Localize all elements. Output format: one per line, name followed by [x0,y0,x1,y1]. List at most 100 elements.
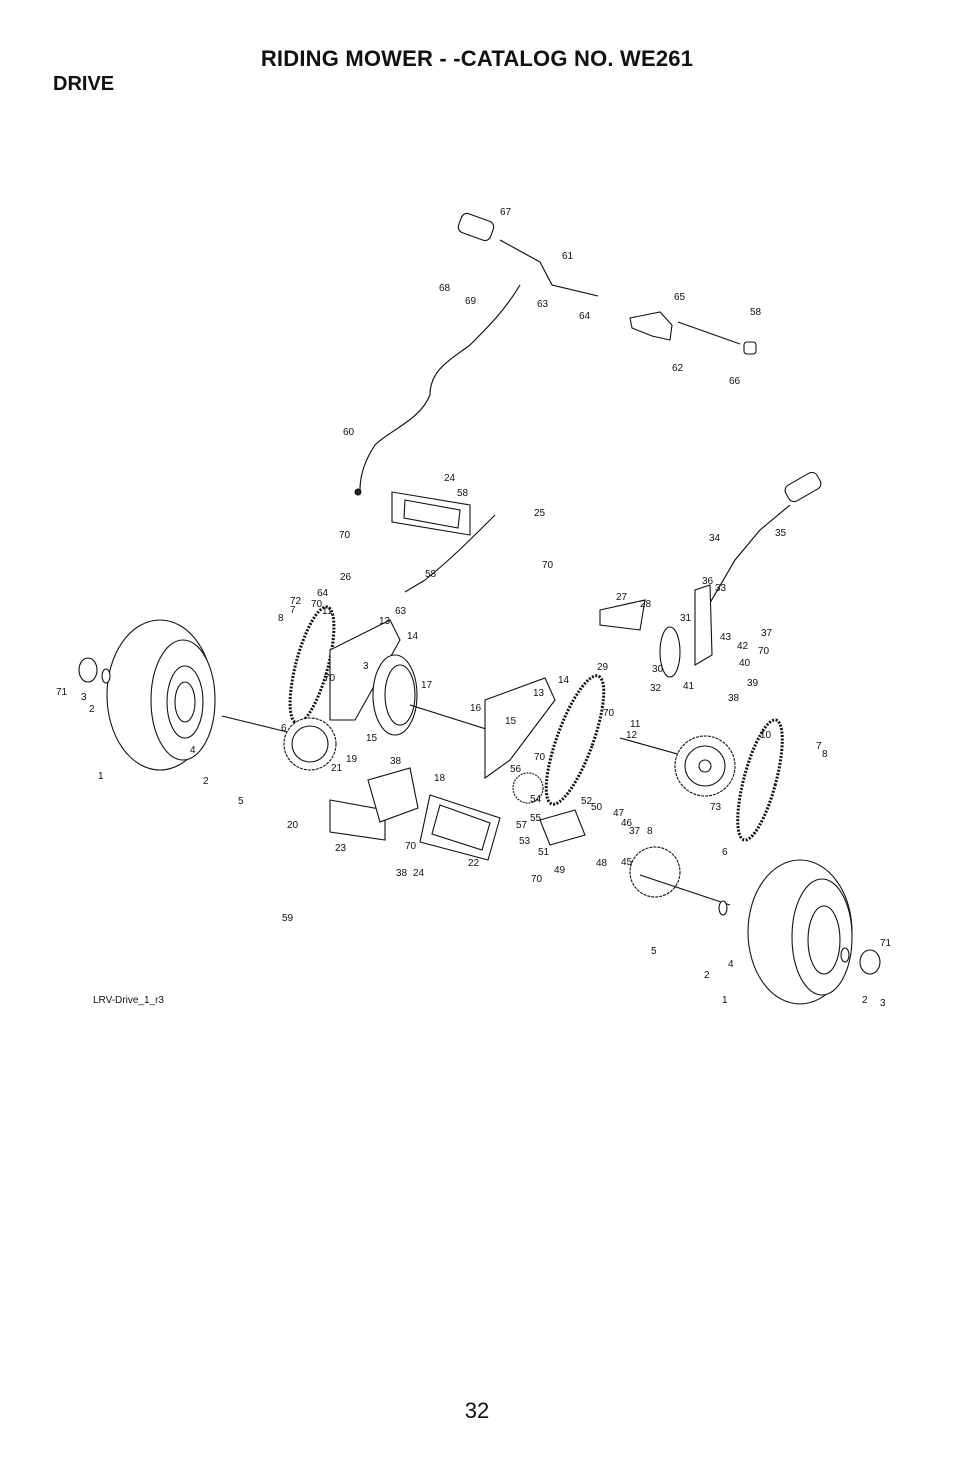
callout-11: 11 [630,719,641,730]
callout-13: 13 [533,688,545,699]
callout-29: 29 [597,662,609,673]
callout-8: 8 [647,826,653,837]
callout-36: 36 [702,576,714,587]
callout-61: 61 [562,251,574,262]
right-sprocket [619,718,784,842]
callout-10: 10 [760,730,772,741]
callout-70: 70 [339,530,351,541]
callout-8: 8 [822,749,828,760]
callout-56: 56 [510,764,522,775]
callout-65: 65 [674,292,686,303]
callout-70: 70 [405,841,417,852]
left-wheel [78,619,216,771]
callout-38: 38 [390,756,402,767]
callout-2: 2 [704,970,710,981]
callout-34: 34 [709,533,721,544]
callout-38: 38 [728,693,740,704]
callout-66: 66 [729,376,741,387]
callout-22: 22 [468,858,480,869]
callout-24: 24 [413,868,425,879]
callout-63: 63 [537,299,549,310]
callout-16: 16 [470,703,482,714]
callout-70: 70 [534,752,546,763]
shift-lever [699,471,822,621]
callout-53: 53 [519,836,531,847]
pedal-linkage [354,212,599,496]
callout-7: 7 [290,605,296,616]
callout-47: 47 [613,808,625,819]
callout-33: 33 [715,583,727,594]
callout-38: 38 [396,868,408,879]
callout-71: 71 [56,687,68,698]
callout-19: 19 [346,754,358,765]
callout-67: 67 [500,207,512,218]
right-wheel [747,859,881,1005]
callout-26: 26 [340,572,352,583]
callout-25: 25 [534,508,546,519]
callout-64: 64 [317,588,329,599]
callout-69: 69 [465,296,477,307]
left-axle [221,715,337,771]
callout-55: 55 [530,813,542,824]
callout-42: 42 [737,641,749,652]
page-number: 32 [464,1398,490,1423]
callout-39: 39 [747,678,759,689]
callout-70: 70 [531,874,543,885]
callout-2: 2 [203,776,209,787]
callout-15: 15 [366,733,378,744]
callout-48: 48 [596,858,608,869]
clutch-brackets [599,584,713,678]
callout-70: 70 [324,673,336,684]
callout-15: 15 [505,716,517,727]
callout-3: 3 [81,692,87,703]
callout-2: 2 [862,995,868,1006]
callout-43: 43 [720,632,732,643]
callout-37: 37 [761,628,773,639]
callout-50: 50 [591,802,603,813]
callout-64: 64 [579,311,591,322]
callout-5: 5 [238,796,244,807]
bracket-upper-right [629,311,757,355]
callout-70: 70 [603,708,615,719]
right-axle [629,846,731,916]
drawing-reference: LRV-Drive_1_r3 [93,995,164,1006]
callout-12: 12 [626,730,638,741]
callout-71: 71 [880,938,892,949]
callout-3: 3 [880,998,886,1009]
lower-plates [329,767,501,861]
callout-32: 32 [650,683,662,694]
callout-68: 68 [439,283,451,294]
callout-17: 17 [421,680,433,691]
callout-24: 24 [444,473,456,484]
callout-58: 58 [750,307,762,318]
callout-46: 46 [621,818,633,829]
callout-62: 62 [672,363,684,374]
callout-60: 60 [343,427,355,438]
callout-23: 23 [335,843,347,854]
callout-52: 52 [581,796,593,807]
callout-40: 40 [739,658,751,669]
callout-21: 21 [331,763,343,774]
callout-70: 70 [542,560,554,571]
callout-28: 28 [640,599,652,610]
page-title: RIDING MOWER - -CATALOG NO. WE261 [260,46,694,71]
callout-35: 35 [775,528,787,539]
brake-assembly [512,772,586,846]
callout-14: 14 [407,631,419,642]
mount-plate [391,491,496,593]
callout-72: 72 [290,596,302,607]
callout-41: 41 [683,681,695,692]
callout-70: 70 [311,599,323,610]
callout-27: 27 [616,592,628,603]
callout-2: 2 [89,704,95,715]
callout-3: 3 [363,661,369,672]
callout-13: 13 [379,616,391,627]
callout-54: 54 [530,794,542,805]
callout-1: 1 [98,771,104,782]
callout-6: 6 [281,723,287,734]
callout-30: 30 [652,664,664,675]
callout-5: 5 [651,946,657,957]
callout-45: 45 [621,857,633,868]
transmission-housing [329,619,556,780]
